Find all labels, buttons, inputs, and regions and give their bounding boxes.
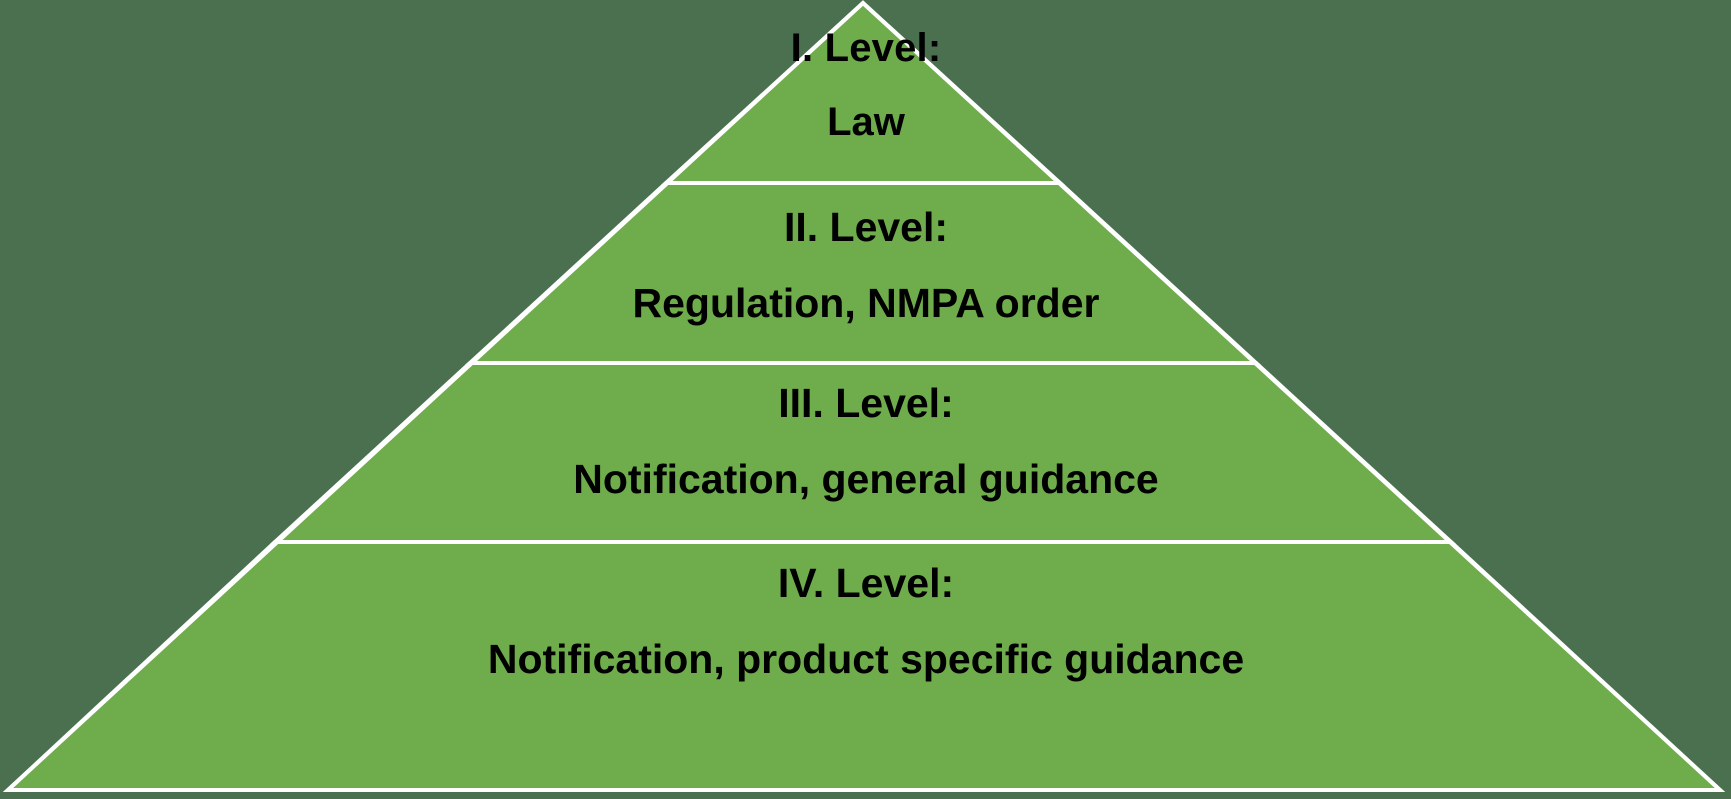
pyramid-tier-2-shape[interactable] [464,181,1262,365]
pyramid-tier-4-shape[interactable] [2,540,1726,792]
pyramid-tier-1-shape[interactable] [660,0,1066,185]
pyramid-tier-3-shape[interactable] [269,361,1457,544]
